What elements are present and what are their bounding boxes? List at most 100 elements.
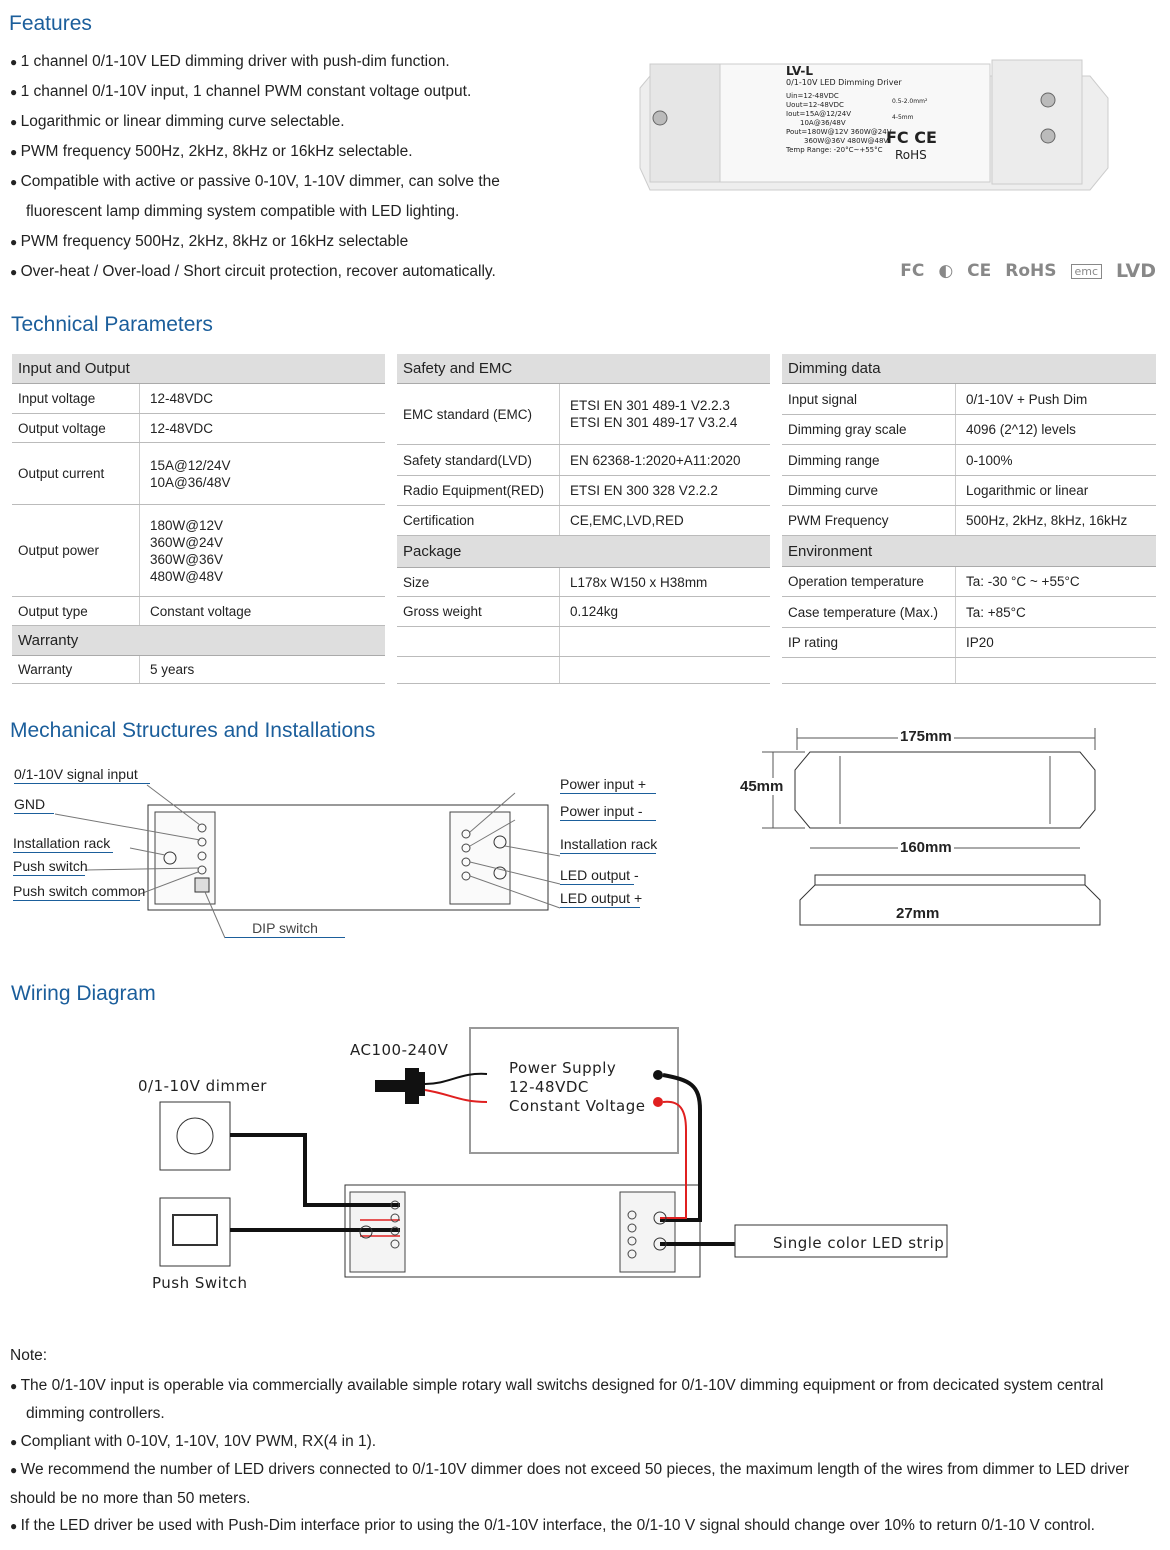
table-row [397,657,770,684]
value-line: ETSI EN 300 328 V2.2.2 [570,483,718,498]
value-line: 480W@48V [150,568,223,584]
spec: Uout=12-48VDC [786,101,844,109]
label-power-input-minus: Power input - [560,803,656,821]
value-line: 15A@12/24V [150,457,231,473]
param-name: Dimming range [782,445,956,475]
param-value: Constant voltage [140,597,251,625]
table-section-header: Safety and EMC [397,354,770,384]
label-led-output-minus: LED output - [560,867,639,885]
param-name: Operation temperature [782,567,956,596]
led-strip-label: Single color LED strip [773,1234,945,1252]
value-line: 4096 (2^12) levels [966,422,1076,437]
feature-item: 1 channel 0/1-10V input, 1 channel PWM c… [10,77,570,107]
param-value: 4096 (2^12) levels [956,415,1076,444]
features-title: Features [9,12,92,35]
psu-line: 12-48VDC [509,1078,589,1096]
param-value: IP20 [956,628,994,657]
value-line: CE,EMC,LVD,RED [570,513,684,528]
param-value: 12-48VDC [140,414,213,442]
value-line: 12-48VDC [150,420,214,436]
section-title: Package [403,543,462,560]
param-name: Input voltage [12,384,140,413]
power-supply-label: Power Supply 12-48VDC Constant Voltage [509,1059,645,1116]
table-row: Safety standard(LVD)EN 62368-1:2020+A11:… [397,445,770,476]
section-title: Environment [788,542,873,560]
value-line: 0-100% [966,452,1013,468]
param-value [560,657,570,683]
value-line: 500Hz, 2kHz, 8kHz, 16kHz [966,513,1128,528]
psu-line: Constant Voltage [509,1097,646,1115]
dim-length: 175mm [898,728,954,745]
ce-logo: CE [967,261,992,281]
feature-item: Over-heat / Over-load / Short circuit pr… [10,257,570,287]
strip-length: 4-5mm [892,114,914,121]
value-line: 360W@24V [150,534,223,550]
dimension-drawing [762,728,1101,926]
section-title: Warranty [18,632,79,649]
lvd-logo: LVD [1116,260,1156,282]
table-section-header: Environment [782,536,1156,567]
note-item: The 0/1-10V input is operable via commer… [10,1372,1160,1428]
rohs-mark: RoHS [895,148,927,162]
param-name: Warranty [12,656,140,683]
label-installation-rack-right: Installation rack [560,836,658,854]
param-value: Ta: -30 °C ~ +55°C [956,567,1080,596]
param-name: Safety standard(LVD) [397,445,560,475]
param-name: Gross weight [397,597,560,626]
table-section-header: Warranty [12,626,385,656]
wiring-diagram [159,1027,948,1278]
features-list: 1 channel 0/1-10V LED dimming driver wit… [10,47,570,287]
dim-inner-length: 160mm [898,839,954,856]
value-line: Constant voltage [150,603,252,619]
fc-logo: FC [900,261,925,281]
mechanical-drawing [54,784,561,939]
param-name: Size [397,568,560,596]
param-name: Output power [12,505,140,596]
table-row: Dimming range 0-100% [782,445,1156,476]
param-name: IP rating [782,628,956,657]
param-value: 12-48VDC [140,384,213,413]
rohs-logo: RoHS [1005,261,1057,281]
table-section-header: Package [397,536,770,568]
ac-input-label: AC100-240V [350,1041,449,1059]
notes-title: Note: [10,1347,48,1364]
param-name: Dimming curve [782,476,956,505]
value-line: ETSI EN 301 489-17 V3.2.4 [570,415,738,430]
param-value: L178x W150 x H38mm [560,568,707,596]
feature-item: PWM frequency 500Hz, 2kHz, 8kHz or 16kHz… [10,137,570,167]
param-name: Case temperature (Max.) [782,597,956,627]
spec: 10A@36/48V [800,119,846,127]
table-row [397,627,770,657]
param-name: Dimming gray scale [782,415,956,444]
product-image: LV-L 0/1-10V LED Dimming Driver Uin=12-4… [620,58,1110,198]
tech-title: Technical Parameters [11,313,213,336]
value-line: 360W@36V [150,551,223,567]
label-power-input-plus: Power input + [560,776,656,794]
param-name [397,657,560,683]
spec: Pout=180W@12V 360W@24V [786,128,892,136]
value-line: L178x W150 x H38mm [570,574,708,590]
param-name: Input signal [782,384,956,414]
value-line: IP20 [966,635,994,650]
feature-item: PWM frequency 500Hz, 2kHz, 8kHz or 16kHz… [10,227,570,257]
param-name [782,658,956,683]
param-name [397,627,560,656]
value-line: 180W@12V [150,517,223,533]
note-item: Compliant with 0-10V, 1-10V, 10V PWM, RX… [10,1428,1160,1457]
spec: Iout=15A@12/24V [786,110,852,118]
feature-item: Logarithmic or linear dimming curve sele… [10,107,570,137]
section-title: Safety and EMC [403,360,513,377]
param-value: 5 years [140,656,194,683]
param-value: Ta: +85°C [956,597,1026,627]
